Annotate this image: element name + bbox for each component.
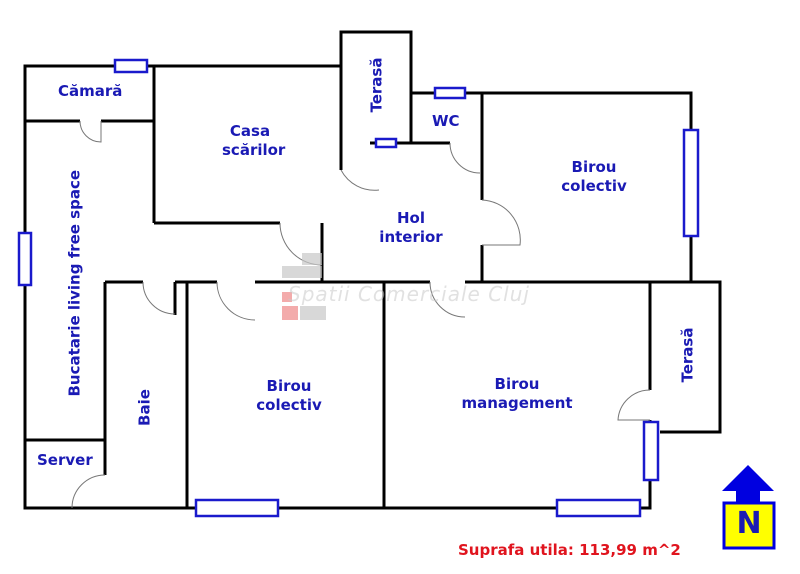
watermark-text: Spatii Comerciale Cluj	[288, 282, 530, 306]
room-label-line: Hol	[396, 209, 425, 227]
room-label-line: Birou	[571, 158, 617, 176]
room-label-camara: Cămară	[58, 82, 123, 100]
room-label-line: Birou	[494, 375, 540, 393]
room-label-line: Birou	[266, 377, 312, 395]
room-label-baie: Baie	[135, 389, 154, 426]
room-label-server: Server	[37, 451, 93, 469]
north-label: N	[736, 506, 762, 541]
room-label-terasa-top: Terasă	[367, 57, 386, 113]
room-label-line: management	[461, 394, 573, 412]
room-label-line: Casa	[229, 122, 271, 140]
windows	[17, 58, 700, 518]
room-label-line: colectiv	[256, 396, 322, 414]
room-label-terasa-right: Terasă	[678, 327, 697, 383]
room-label-line: colectiv	[561, 177, 627, 195]
north-compass	[722, 465, 776, 550]
room-label-wc: WC	[432, 112, 460, 130]
area-label: Suprafa utila: 113,99 m^2	[458, 541, 681, 559]
room-label-bucatarie: Bucatarie living free space	[65, 169, 84, 397]
room-label-line: interior	[379, 228, 443, 246]
room-label-line: scărilor	[222, 141, 286, 159]
watermark-logo	[282, 253, 326, 320]
